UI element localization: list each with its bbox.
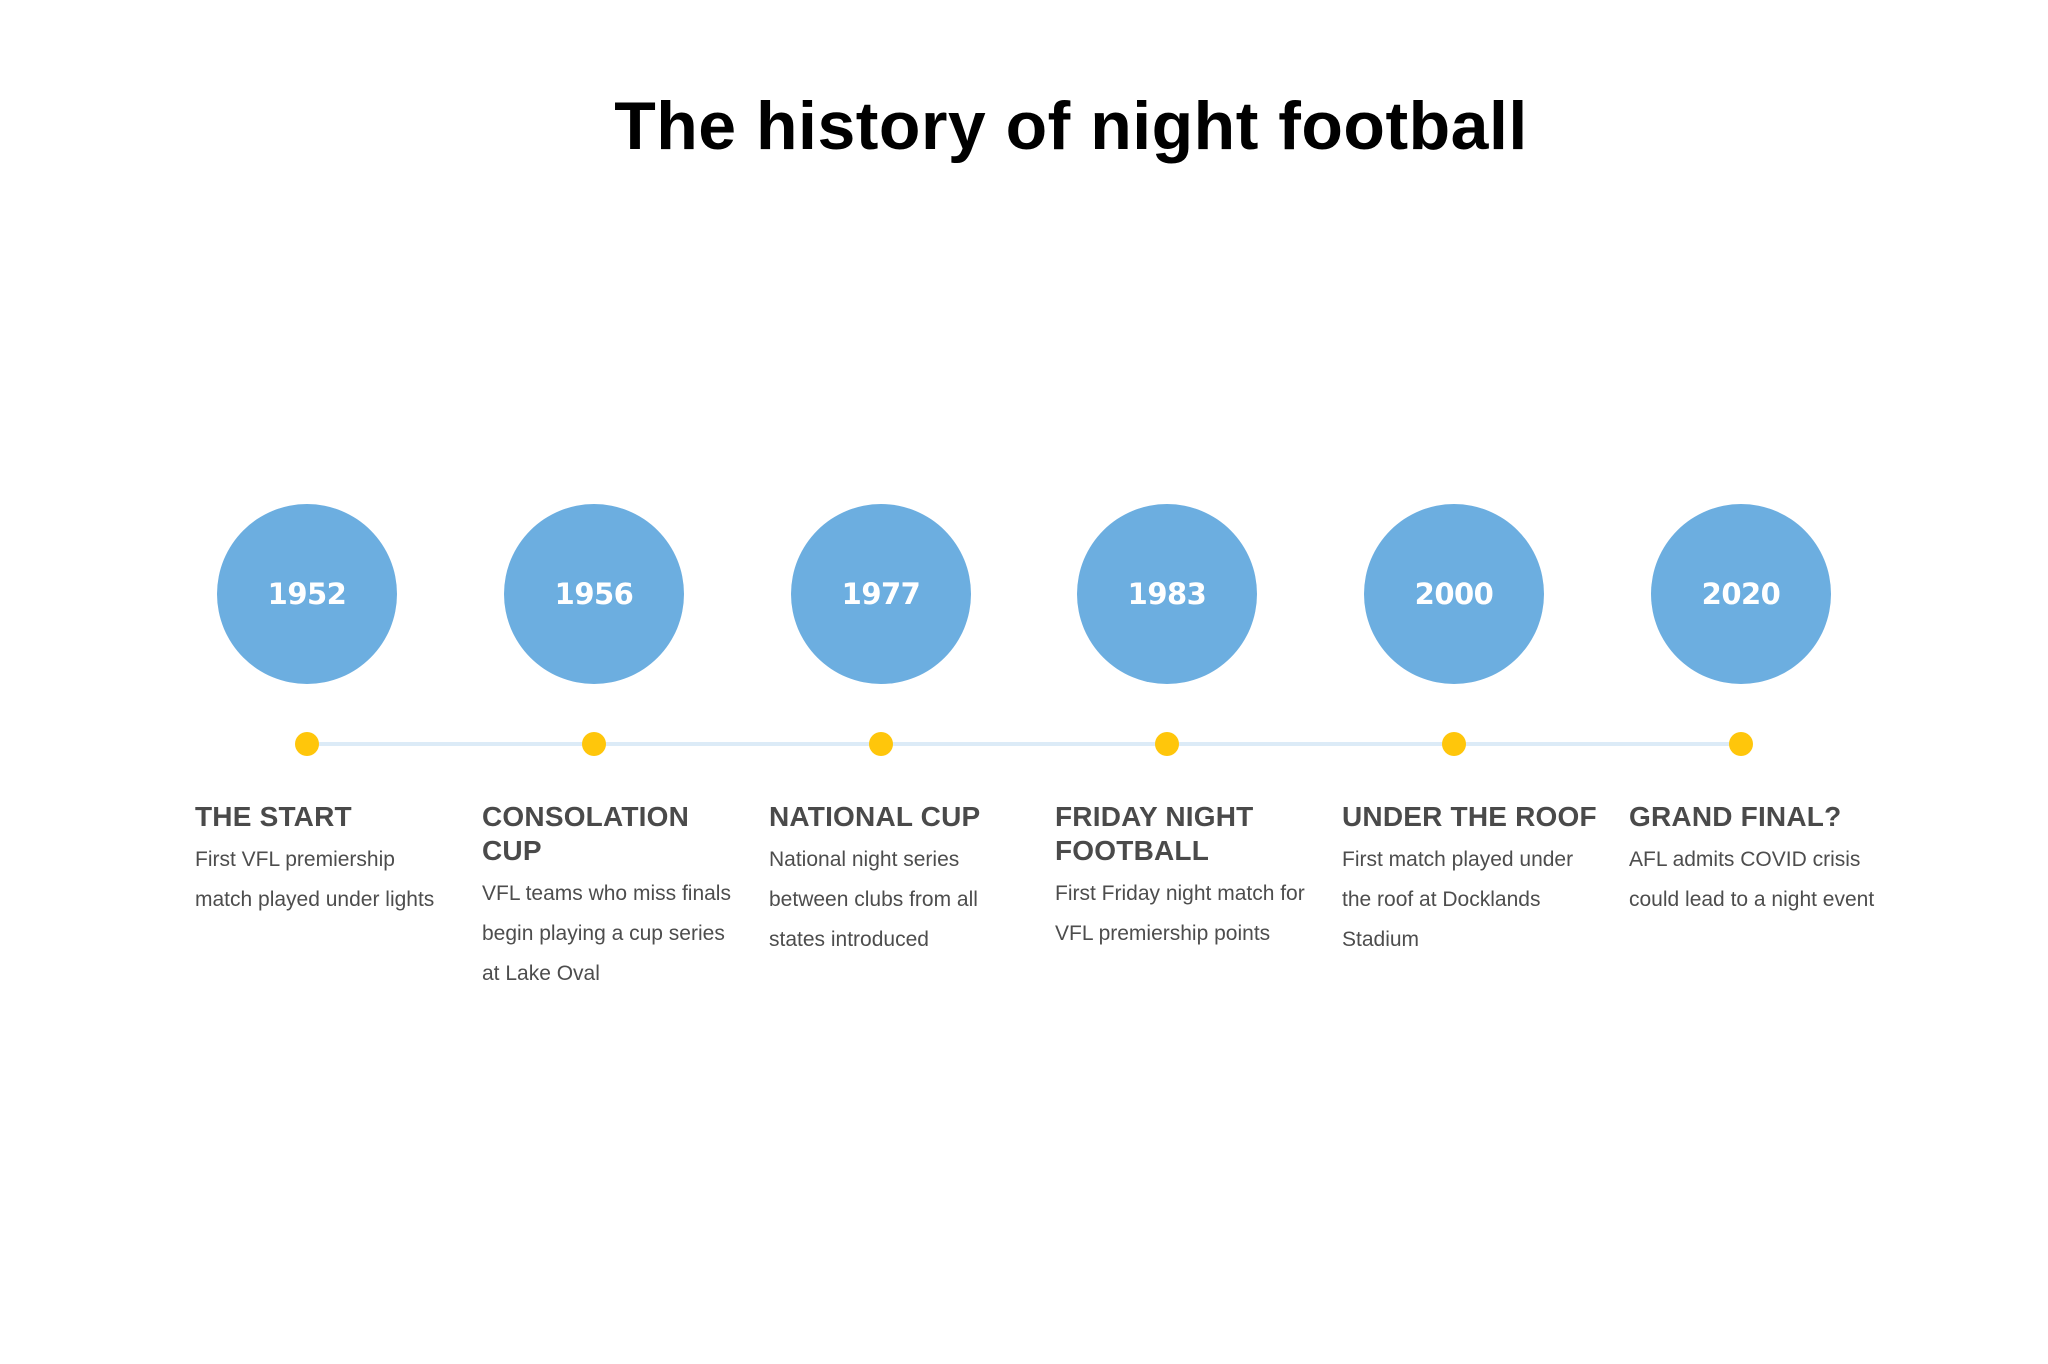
event-description: First VFL premiership match played under…	[195, 848, 435, 911]
event-column-3: NATIONAL CUP National night series betwe…	[769, 800, 1027, 960]
event-heading: FRIDAY NIGHT FOOTBALL	[1055, 801, 1254, 866]
event-column-2: CONSOLATION CUP VFL teams who miss final…	[482, 800, 740, 994]
event-column-6: GRAND FINAL? AFL admits COVID crisis cou…	[1629, 800, 1887, 920]
event-column-4: FRIDAY NIGHT FOOTBALL First Friday night…	[1055, 800, 1313, 954]
event-heading: NATIONAL CUP	[769, 801, 981, 832]
event-description: First Friday night match for VFL premier…	[1055, 882, 1305, 945]
event-column-5: UNDER THE ROOF First match played under …	[1342, 800, 1600, 960]
timeline-dot-2	[582, 732, 606, 756]
year-circle-4: 1983	[1077, 504, 1257, 684]
year-circle-6: 2020	[1651, 504, 1831, 684]
timeline-line	[307, 742, 1741, 746]
page-title: The history of night football	[614, 88, 1528, 164]
event-description: First match played under the roof at Doc…	[1342, 848, 1574, 951]
timeline-dot-1	[295, 732, 319, 756]
timeline-dot-3	[869, 732, 893, 756]
event-heading: UNDER THE ROOF	[1342, 801, 1597, 832]
year-circle-2: 1956	[504, 504, 684, 684]
event-heading: GRAND FINAL?	[1629, 801, 1842, 832]
timeline-dot-5	[1442, 732, 1466, 756]
event-description: VFL teams who miss finals begin playing …	[482, 882, 731, 985]
year-circle-3: 1977	[791, 504, 971, 684]
timeline-dot-6	[1729, 732, 1753, 756]
event-heading: THE START	[195, 801, 352, 832]
event-column-1: THE START First VFL premiership match pl…	[195, 800, 453, 920]
year-circle-1: 1952	[217, 504, 397, 684]
event-description: National night series between clubs from…	[769, 848, 978, 951]
event-heading: CONSOLATION CUP	[482, 801, 690, 866]
year-circle-5: 2000	[1364, 504, 1544, 684]
timeline-dot-4	[1155, 732, 1179, 756]
event-description: AFL admits COVID crisis could lead to a …	[1629, 848, 1875, 911]
